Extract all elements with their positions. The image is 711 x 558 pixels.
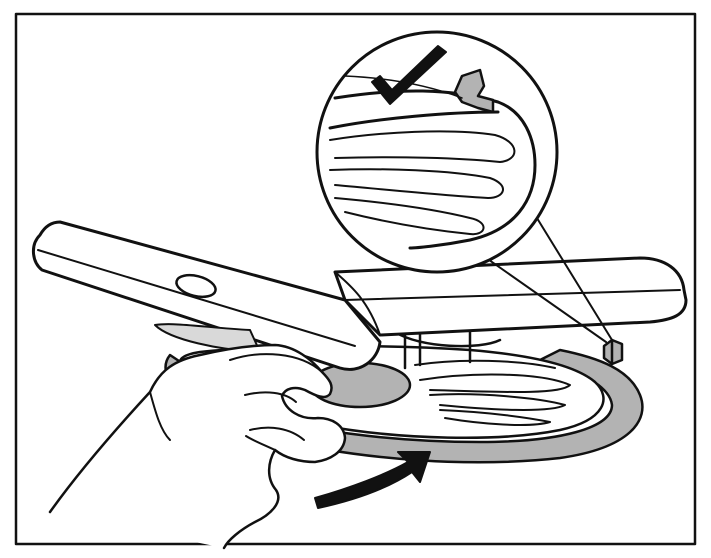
- hand-fingers: [149, 353, 323, 451]
- callout-pointer: [471, 209, 613, 343]
- upper-arm-left-edge: [37, 249, 356, 347]
- column-supports: [393, 328, 502, 370]
- checkmark-icon: [371, 45, 447, 105]
- nozzle-opening: [175, 273, 217, 299]
- upper-arm-right: [333, 256, 688, 337]
- upper-arm-right-edge: [344, 289, 681, 301]
- arm-clip: [602, 338, 624, 366]
- curved-arrow-icon: [314, 451, 431, 509]
- magnified-tab: [453, 68, 495, 114]
- upper-arm-right-bevel: [334, 271, 381, 336]
- spray-fins: [414, 359, 571, 426]
- magnifier-circle: [315, 30, 559, 274]
- magnifier-detail: [328, 68, 537, 250]
- hand: [48, 343, 347, 550]
